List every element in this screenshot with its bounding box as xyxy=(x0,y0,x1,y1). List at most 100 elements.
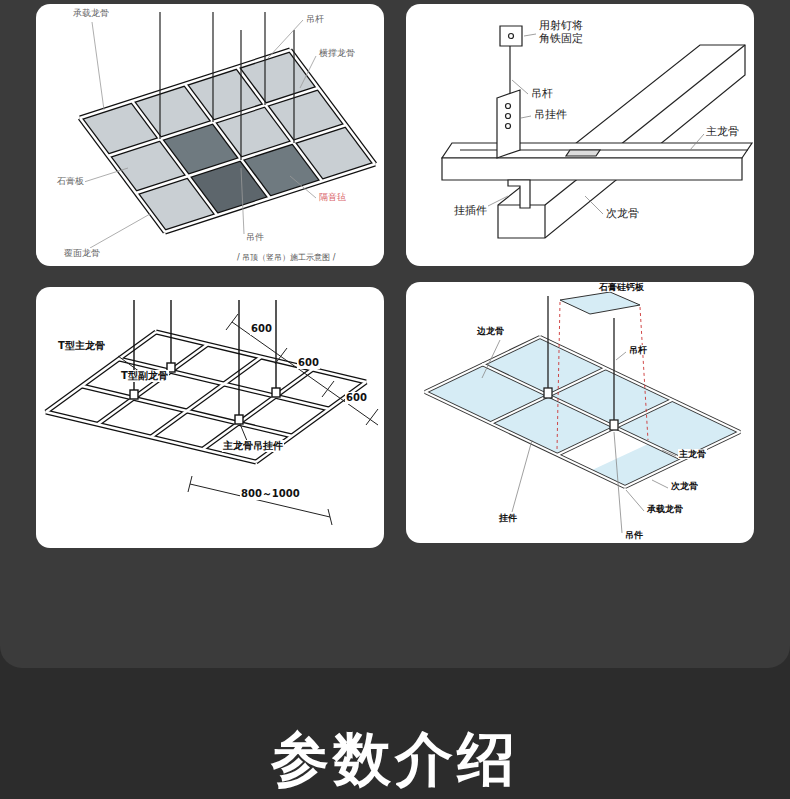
hanger-detail xyxy=(512,80,528,94)
part-label: 主龙骨吊挂件 xyxy=(222,440,284,452)
hanger-detail xyxy=(506,104,511,109)
part-label: 主龙骨 xyxy=(705,126,740,139)
ceiling-grid-1 xyxy=(212,12,213,122)
hanger-detail xyxy=(500,26,522,46)
suspended-grid xyxy=(512,440,532,512)
suspended-grid xyxy=(425,337,740,487)
part-label: 600 xyxy=(297,357,320,369)
part-label: 600 xyxy=(250,323,273,335)
hanger-detail xyxy=(521,116,531,118)
ceiling-grid-1 xyxy=(293,30,294,143)
part-label: 次龙骨 xyxy=(605,208,640,221)
suspended-grid xyxy=(482,340,500,378)
part-label: 次龙骨 xyxy=(670,481,699,491)
suspended-grid xyxy=(662,450,676,456)
ceiling-grid-1 xyxy=(240,30,241,160)
ceiling-grid-1 xyxy=(84,20,316,248)
part-label: 主龙骨 xyxy=(678,449,707,459)
hanger-detail xyxy=(585,196,603,214)
ceiling-grid-1 xyxy=(80,12,375,248)
part-label: 石膏板 xyxy=(56,176,85,186)
t-bar-grid xyxy=(190,484,330,517)
part-label: 挂件 xyxy=(498,513,518,523)
t-bar-grid xyxy=(118,314,378,525)
t-bar-grid xyxy=(275,300,276,392)
suspended-grid xyxy=(425,292,740,533)
hanger-detail xyxy=(509,44,510,96)
part-label: 吊挂件 xyxy=(533,109,568,122)
part-label: 挂插件 xyxy=(453,205,488,218)
suspended-grid xyxy=(640,307,648,440)
t-bar-grid xyxy=(170,300,171,367)
hanger-detail xyxy=(506,124,511,129)
ceiling-grid-1 xyxy=(300,56,316,88)
ceiling-grid-1 xyxy=(241,143,322,198)
suspended-grid xyxy=(544,388,552,398)
ceiling-grid-1 xyxy=(84,168,128,182)
hanger-detail xyxy=(508,180,530,208)
hanger-detail xyxy=(442,143,752,158)
t-bar-grid xyxy=(46,332,366,462)
ceiling-grid-1 xyxy=(264,12,265,105)
part-label: T型主龙骨 xyxy=(57,340,106,352)
part-label: 横撑龙骨 xyxy=(318,48,356,58)
t-bar-grid xyxy=(188,476,192,492)
ceiling-grid-1 xyxy=(80,50,375,232)
ceiling-grid-1 xyxy=(268,20,303,58)
hanger-detail xyxy=(488,196,508,206)
suspended-grid xyxy=(626,490,644,511)
part-label: 承载龙骨 xyxy=(646,504,684,514)
suspended-grid xyxy=(547,296,548,392)
hanger-detail xyxy=(442,158,742,180)
suspended-grid xyxy=(613,318,614,424)
ceiling-grid-1 xyxy=(92,22,104,110)
part-label: 隔音毡 xyxy=(318,192,347,202)
t-bar-grid xyxy=(130,300,280,424)
suspended-grid xyxy=(425,337,740,487)
hanger-detail xyxy=(545,45,745,205)
t-bar-grid xyxy=(46,300,378,525)
ceiling-grid-1 xyxy=(241,168,244,234)
part-label: 覆面龙骨 xyxy=(63,248,101,258)
part-label: 吊件 xyxy=(624,530,644,540)
part-label: / 吊顶（竖吊）施工示意图 / xyxy=(236,253,336,262)
part-label: 吊件 xyxy=(245,232,265,242)
suspended-grid xyxy=(544,296,618,430)
hanger-detail xyxy=(497,90,520,158)
part-label: 吊杆 xyxy=(628,345,648,355)
t-bar-grid xyxy=(322,381,334,397)
part-label: 边龙骨 xyxy=(476,326,505,336)
part-label: 石膏硅钙板 xyxy=(598,282,645,292)
ceiling-grid-1 xyxy=(90,214,150,248)
t-bar-grid xyxy=(235,415,243,424)
hanger-detail xyxy=(442,26,752,238)
t-bar-grid xyxy=(328,509,332,525)
ceiling-grid-1 xyxy=(160,12,294,160)
t-bar-grid xyxy=(238,300,239,419)
hanger-detail xyxy=(509,34,514,39)
hanger-detail xyxy=(544,205,545,238)
suspended-grid xyxy=(557,302,648,450)
ceiling-grid-1 xyxy=(290,176,316,198)
hanger-detail xyxy=(506,114,511,119)
part-label: 用射钉将角铁固定 xyxy=(538,20,586,45)
hanger-detail xyxy=(524,34,536,36)
part-label: T型副龙骨 xyxy=(120,370,169,382)
suspended-grid xyxy=(557,302,560,450)
t-bar-grid xyxy=(130,390,138,399)
t-bar-grid xyxy=(232,322,378,425)
suspended-grid xyxy=(652,480,668,488)
ceiling-grid-1 xyxy=(159,12,160,139)
part-label: 承载龙骨 xyxy=(72,8,110,18)
t-bar-grid xyxy=(366,409,378,425)
hanger-detail xyxy=(690,134,704,150)
t-bar-grid xyxy=(226,314,238,330)
part-label: 600 xyxy=(345,392,368,404)
suspended-grid xyxy=(610,420,618,430)
suspended-grid xyxy=(614,432,622,533)
ceiling-grid-1 xyxy=(80,50,375,232)
part-label: 吊杆 xyxy=(530,88,554,101)
part-label: 800～1000 xyxy=(240,488,301,500)
